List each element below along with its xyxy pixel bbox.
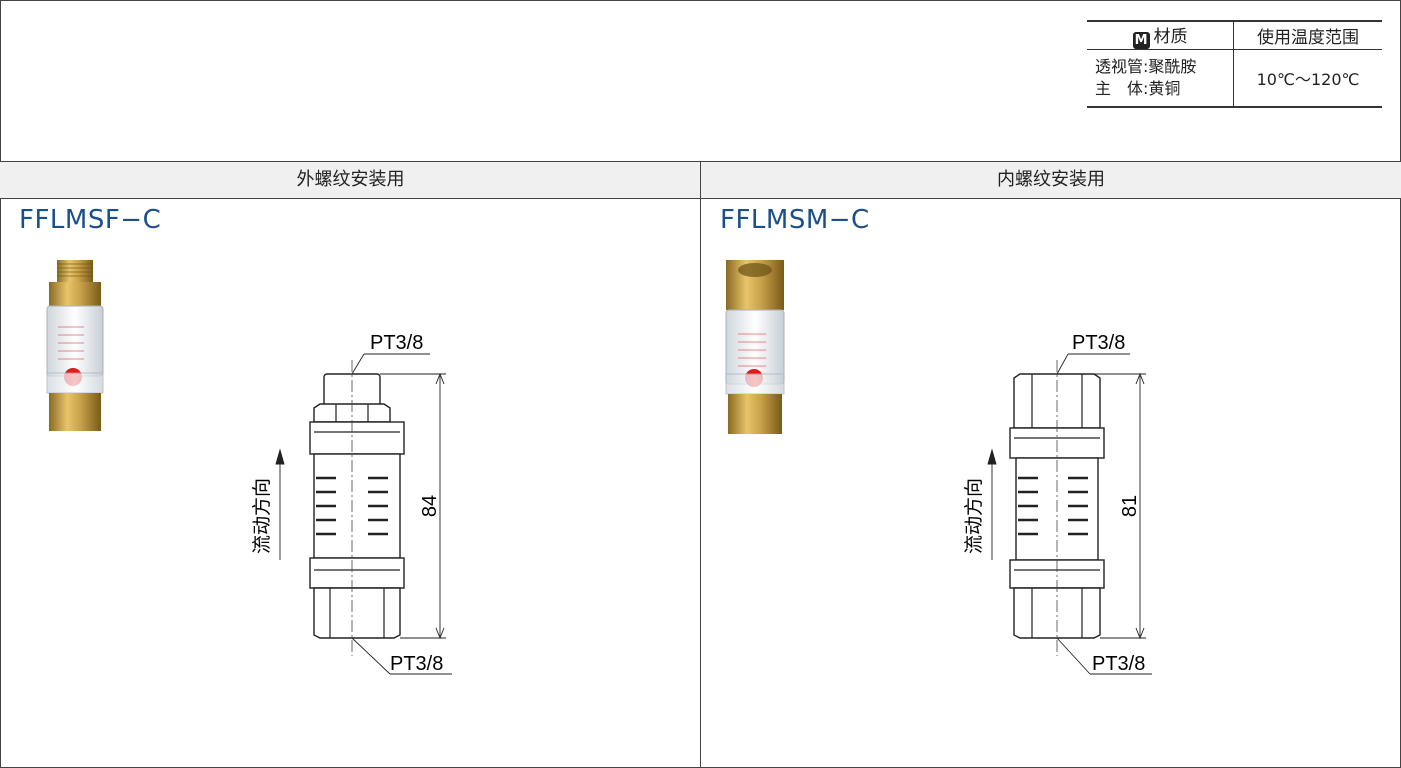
material-badge-icon: M xyxy=(1132,32,1150,49)
left-panel-header: 外螺纹安装用 xyxy=(0,161,701,199)
female-bottom-thread-label: PT3/8 xyxy=(1092,653,1145,675)
female-flowmeter-drawing: PT3/8 PT3/8 81 流动方向 xyxy=(963,332,1152,675)
right-panel-header: 内螺纹安装用 xyxy=(701,161,1401,199)
male-top-thread-label: PT3/8 xyxy=(370,332,423,354)
left-model-name: FFLMSF−C xyxy=(19,205,162,235)
female-top-thread-label: PT3/8 xyxy=(1072,332,1125,354)
material-line-tube: 透视管:聚酰胺 xyxy=(1095,57,1197,76)
material-line-body: 主 体:黄铜 xyxy=(1095,79,1181,98)
male-bottom-thread-label: PT3/8 xyxy=(390,653,443,675)
temp-header: 使用温度范围 xyxy=(1233,20,1382,50)
male-length-label: 84 xyxy=(419,495,441,517)
female-length-label: 81 xyxy=(1119,495,1141,517)
male-flowmeter-drawing: PT3/8 PT3/8 84 流动方向 xyxy=(251,332,452,675)
panel-divider xyxy=(700,161,701,767)
male-flowmeter-photo xyxy=(46,260,104,431)
male-flow-direction-label: 流动方向 xyxy=(251,478,273,554)
material-cell: 透视管:聚酰胺 主 体:黄铜 xyxy=(1087,49,1234,108)
female-flow-direction-label: 流动方向 xyxy=(963,478,985,554)
temp-cell: 10℃～120℃ xyxy=(1233,49,1382,108)
right-model-name: FFLMSM−C xyxy=(720,205,870,235)
female-flowmeter-photo xyxy=(725,260,785,434)
